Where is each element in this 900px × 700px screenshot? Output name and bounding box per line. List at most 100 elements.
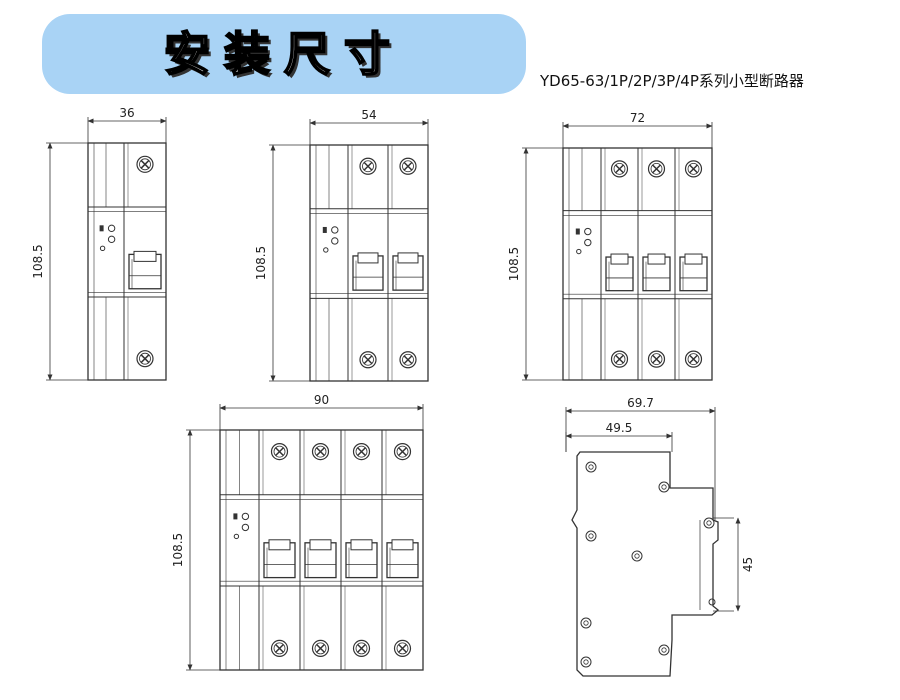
toggle-handle-tip <box>357 252 379 264</box>
indicator-window-icon <box>322 226 327 233</box>
breaker-outline <box>309 144 429 382</box>
breaker-side-outline <box>571 451 720 677</box>
rivet-icon <box>580 617 592 629</box>
terminal-screw-icon <box>684 160 703 178</box>
terminal-screw-icon <box>647 160 666 178</box>
width-dimension: 54 <box>309 108 429 145</box>
toggle-handle-tip <box>133 250 157 262</box>
pole-1 <box>258 430 296 670</box>
terminal-screw-icon <box>393 639 412 658</box>
height-dimension-label: 108.5 <box>507 247 521 281</box>
terminal-screw-icon <box>352 639 371 658</box>
width-dimension-label: 90 <box>314 393 329 407</box>
terminal-screw-icon <box>393 443 412 461</box>
width-dimension: 69.7 <box>565 396 716 520</box>
pole-1 <box>600 148 634 380</box>
front-view-2p: 54 108.5 <box>254 108 429 382</box>
product-subtitle: YD65-63/1P/2P/3P/4P系列小型断路器 <box>540 72 804 90</box>
pole-3 <box>340 430 378 670</box>
terminal-screw-icon <box>359 157 377 175</box>
width-dimension: 49.5 <box>565 421 673 452</box>
toggle-handle-tip <box>350 539 373 551</box>
width-dimension: 36 <box>87 106 167 143</box>
front-view-4p: 90 108.5 <box>171 393 424 671</box>
indicator-hole-icon <box>241 512 250 521</box>
toggle-handle-tip <box>397 252 419 264</box>
indicator-hole-icon <box>331 237 339 245</box>
rivet-icon <box>585 461 597 473</box>
width-dimension-label: 72 <box>630 111 645 125</box>
terminal-screw-icon <box>352 443 371 461</box>
toggle-handle-tip <box>309 539 332 551</box>
terminal-screw-icon <box>311 443 330 461</box>
indicator-hole-icon <box>331 226 339 234</box>
rivet-icon <box>658 481 670 493</box>
toggle-handle-tip <box>610 253 629 265</box>
side-view: 69.7 49.5 45 <box>565 396 755 677</box>
width-dimension-label: 49.5 <box>606 421 633 435</box>
height-dimension-label: 108.5 <box>171 533 185 567</box>
width-dimension: 90 <box>219 393 424 430</box>
height-dimension: 45 <box>713 517 755 612</box>
indicator-window-icon <box>233 513 238 520</box>
indicator-window-icon <box>99 225 104 232</box>
pole-1 <box>347 145 384 381</box>
height-dimension: 108.5 <box>254 144 310 382</box>
width-dimension-label: 69.7 <box>627 396 654 410</box>
indicator-hole-icon <box>107 235 116 244</box>
toggle-handle-tip <box>684 253 703 265</box>
indicator-hole-icon <box>584 227 592 236</box>
indicator-hole-icon <box>107 224 116 233</box>
indicator-window-icon <box>575 228 580 235</box>
height-dimension-label: 108.5 <box>254 246 268 280</box>
terminal-screw-icon <box>359 351 377 369</box>
pole-1 <box>123 143 162 380</box>
pole-3 <box>674 148 708 380</box>
release-lever-icon <box>708 598 716 606</box>
terminal-screw-icon <box>136 350 154 368</box>
terminal-screw-icon <box>399 351 417 369</box>
pole-2 <box>299 430 337 670</box>
front-view-1p: 36 108.5 <box>31 106 167 381</box>
terminal-screw-icon <box>610 350 629 368</box>
indicator-hole-icon <box>584 238 592 247</box>
lock-hole-icon <box>99 245 106 252</box>
terminal-screw-icon <box>270 443 289 461</box>
breaker-outline <box>219 429 424 671</box>
breaker-outline <box>87 142 167 381</box>
terminal-screw-icon <box>647 350 666 368</box>
rivet-icon <box>703 517 715 529</box>
pole-4 <box>381 430 419 670</box>
terminal-screw-icon <box>311 639 330 658</box>
indicator-hole-icon <box>241 523 250 532</box>
height-dimension-label: 45 <box>741 557 755 572</box>
terminal-screw-icon <box>270 639 289 658</box>
rivet-icon <box>631 550 643 562</box>
width-dimension: 72 <box>562 111 713 148</box>
width-dimension-label: 54 <box>361 108 376 122</box>
pole-2 <box>387 145 424 381</box>
page-title: 安装尺寸 <box>163 26 404 82</box>
toggle-handle-tip <box>391 539 414 551</box>
terminal-screw-icon <box>136 155 154 173</box>
rivet-icon <box>658 644 670 656</box>
terminal-screw-icon <box>610 160 629 178</box>
terminal-screw-icon <box>399 157 417 175</box>
height-dimension: 108.5 <box>507 147 563 381</box>
height-dimension: 108.5 <box>31 142 88 381</box>
lock-hole-icon <box>323 247 329 253</box>
terminal-screw-icon <box>684 350 703 368</box>
pole-2 <box>637 148 671 380</box>
toggle-handle-tip <box>647 253 666 265</box>
rivet-icon <box>580 656 592 668</box>
title-banner: 安装尺寸 <box>42 14 526 94</box>
width-dimension-label: 36 <box>119 106 134 120</box>
height-dimension-label: 108.5 <box>31 244 45 278</box>
front-view-3p: 72 108.5 <box>507 111 713 381</box>
toggle-handle-tip <box>268 539 291 551</box>
lock-hole-icon <box>233 533 240 540</box>
lock-hole-icon <box>576 248 582 255</box>
height-dimension: 108.5 <box>171 429 220 671</box>
